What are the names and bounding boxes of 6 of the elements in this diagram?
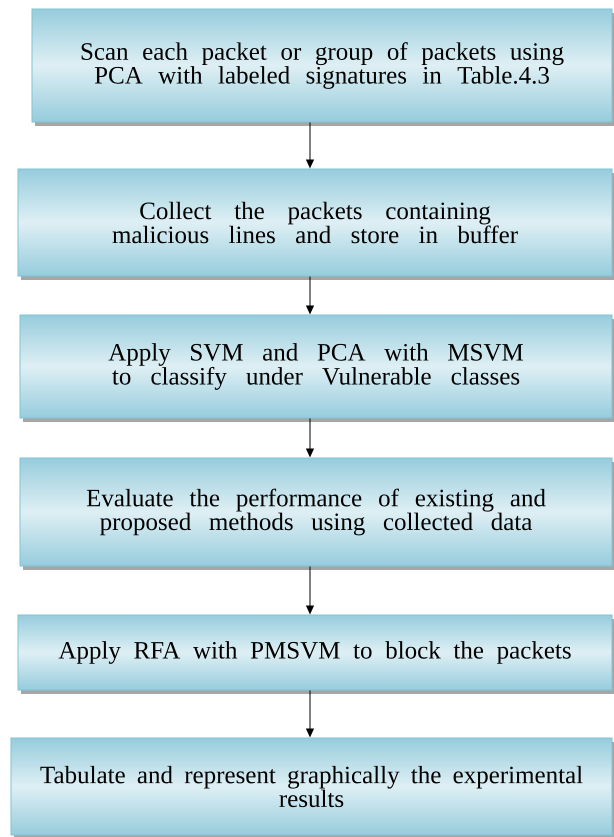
process-box: Collect the packets containing malicious lines and store in buffer	[18, 168, 614, 280]
process-box: Apply SVM and PCA with MSVM to classify under Vulnerable classes	[20, 314, 614, 422]
process-box: Apply RFA with PMSVM to block the packets	[18, 614, 614, 694]
process-box: Tabulate and represent graphically the experimental results	[10, 738, 614, 837]
process-box: Evaluate the performance of existing and proposed methods using collected data	[20, 458, 614, 570]
process-box: Scan each packet or group of packets using PCA with labeled signatures in Table.4.3	[32, 8, 614, 126]
